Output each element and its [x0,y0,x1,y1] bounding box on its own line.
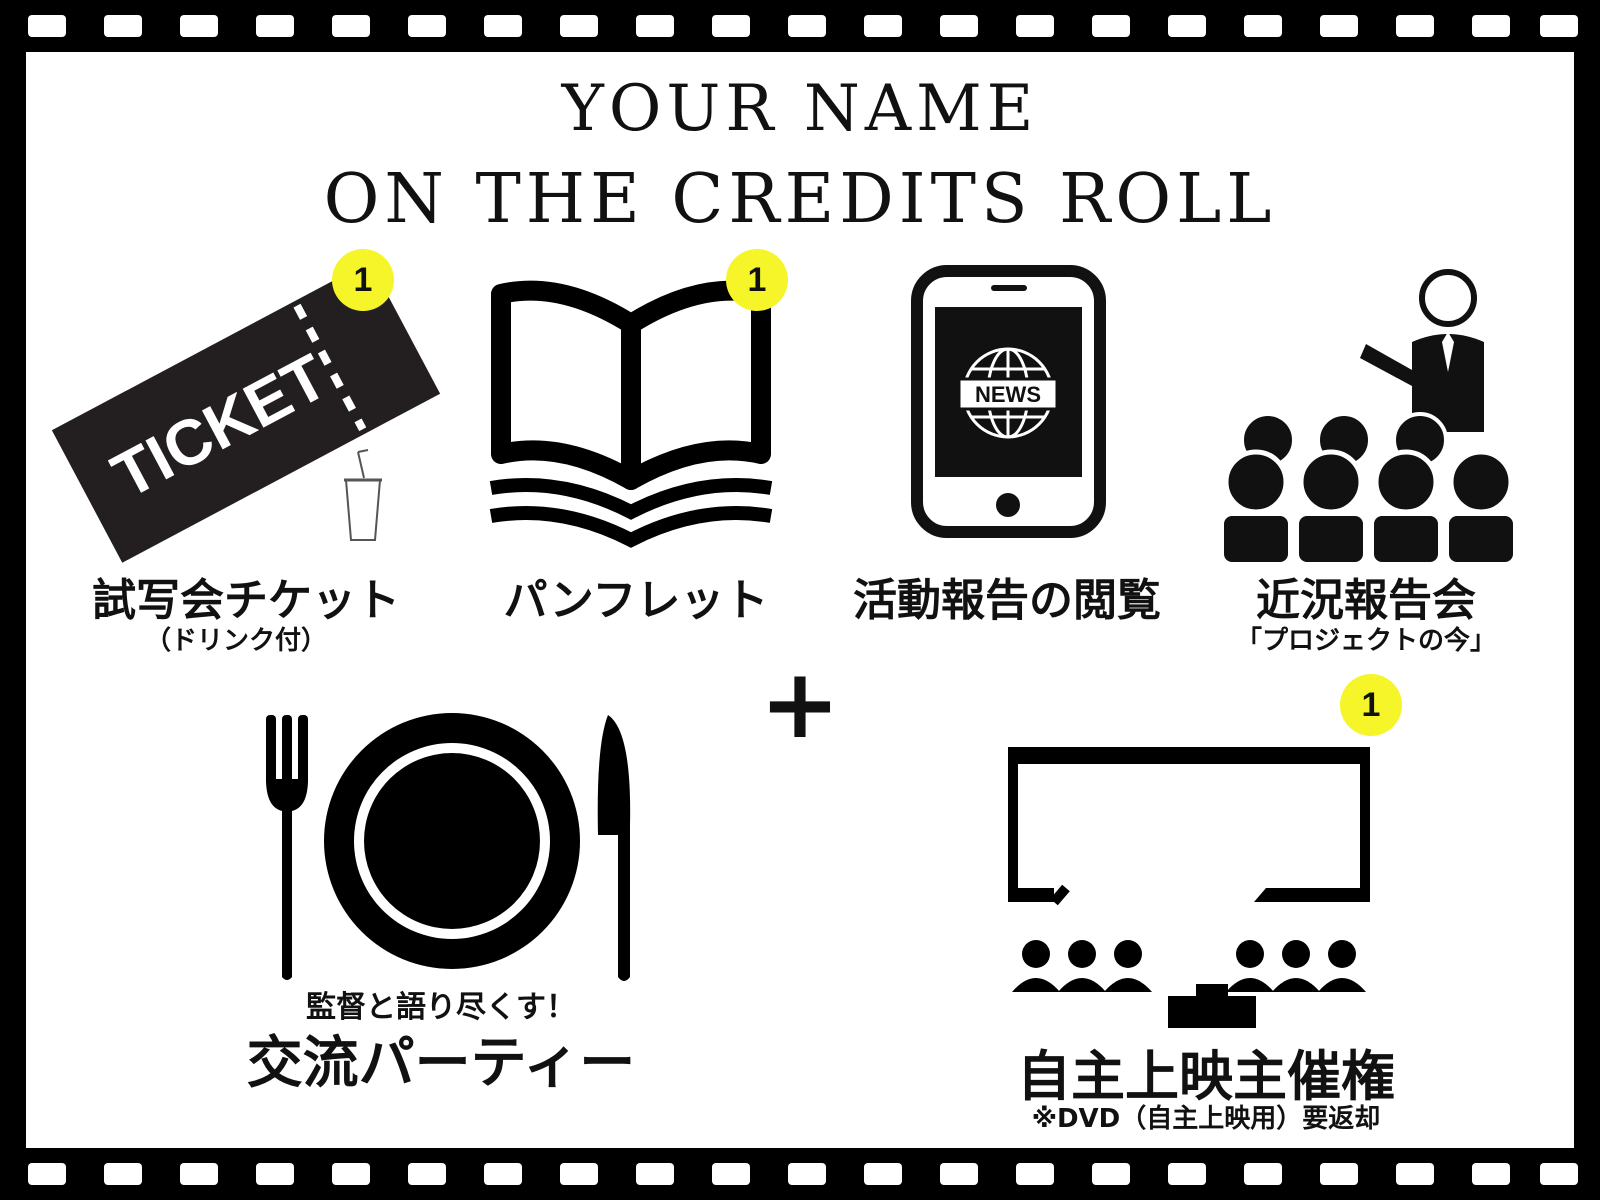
title-line-2: ON THE CREDITS ROLL [323,160,1277,239]
sprocket-hole [1168,1163,1206,1185]
film-strip-bottom [0,1148,1600,1200]
credits-frame: YOUR NAME ON THE CREDITS ROLL TICKET 1 試… [26,52,1574,1148]
sprocket-hole [560,15,598,37]
title-line-1: YOUR NAME [561,72,1039,146]
sprocket-hole [1168,15,1206,37]
sprocket-hole [180,1163,218,1185]
sprocket-hole [1016,1163,1054,1185]
sprocket-hole [332,15,370,37]
sprocket-hole [560,1163,598,1185]
sprocket-hole [180,15,218,37]
sprocket-hole [1472,1163,1510,1185]
screening-label: 自主上映主催権 [1017,1045,1395,1108]
news-icon-text: NEWS [975,382,1041,407]
sprocket-hole [408,1163,446,1185]
ticket-count-badge: 1 [332,249,394,311]
sprocket-hole [1320,1163,1358,1185]
ticket-sublabel: （ドリンク付） [144,626,327,656]
open-book-icon [489,280,773,548]
sprocket-hole [1244,1163,1282,1185]
sprocket-hole [1092,15,1130,37]
news-label: 活動報告の閲覧 [853,575,1161,626]
sprocket-hole [256,1163,294,1185]
pamphlet-count-badge: 1 [726,249,788,311]
sprocket-hole [332,1163,370,1185]
sprocket-hole [1016,15,1054,37]
sprocket-hole [1540,15,1578,37]
plus-sign: + [759,648,841,760]
sprocket-hole [28,1163,66,1185]
sprocket-hole [636,1163,674,1185]
projector-icon [1168,984,1256,1028]
sprocket-hole [940,1163,978,1185]
sprocket-hole [636,15,674,37]
dining-plate-icon [266,713,631,981]
sprocket-hole [408,15,446,37]
sprocket-hole [1396,15,1434,37]
report-label: 近況報告会 [1256,575,1476,626]
sprocket-hole [1540,1163,1578,1185]
sprocket-hole [788,1163,826,1185]
ticket-icon: TICKET [51,261,441,563]
sprocket-hole [864,1163,902,1185]
film-strip-top [0,0,1600,52]
sprocket-hole [1320,15,1358,37]
smartphone-news-icon: NEWS [911,265,1106,538]
sprocket-hole [940,15,978,37]
sprocket-hole [104,15,142,37]
sprocket-hole [1396,1163,1434,1185]
sprocket-hole [484,1163,522,1185]
theater-screening-icon [1008,747,1370,992]
sprocket-hole [1244,15,1282,37]
party-label: 交流パーティー [246,1031,636,1096]
sprocket-hole [712,1163,750,1185]
sprocket-hole [256,15,294,37]
pamphlet-label: パンフレット [503,575,769,626]
party-caption: 監督と語り尽くす！ [306,990,576,1025]
ticket-label: 試写会チケット [92,575,400,626]
sprocket-hole [28,15,66,37]
drink-cup-icon [344,449,382,541]
screening-note: ※DVD（自主上映用）要返却 [1031,1104,1381,1134]
sprocket-hole [104,1163,142,1185]
sprocket-hole [864,15,902,37]
sprocket-hole [484,15,522,37]
sprocket-hole [788,15,826,37]
presentation-audience-icon [1223,269,1514,562]
report-sublabel: 「プロジェクトの今」 [1235,626,1496,656]
screening-count-badge: 1 [1340,674,1402,736]
sprocket-hole [712,15,750,37]
sprocket-hole [1472,15,1510,37]
sprocket-hole [1092,1163,1130,1185]
